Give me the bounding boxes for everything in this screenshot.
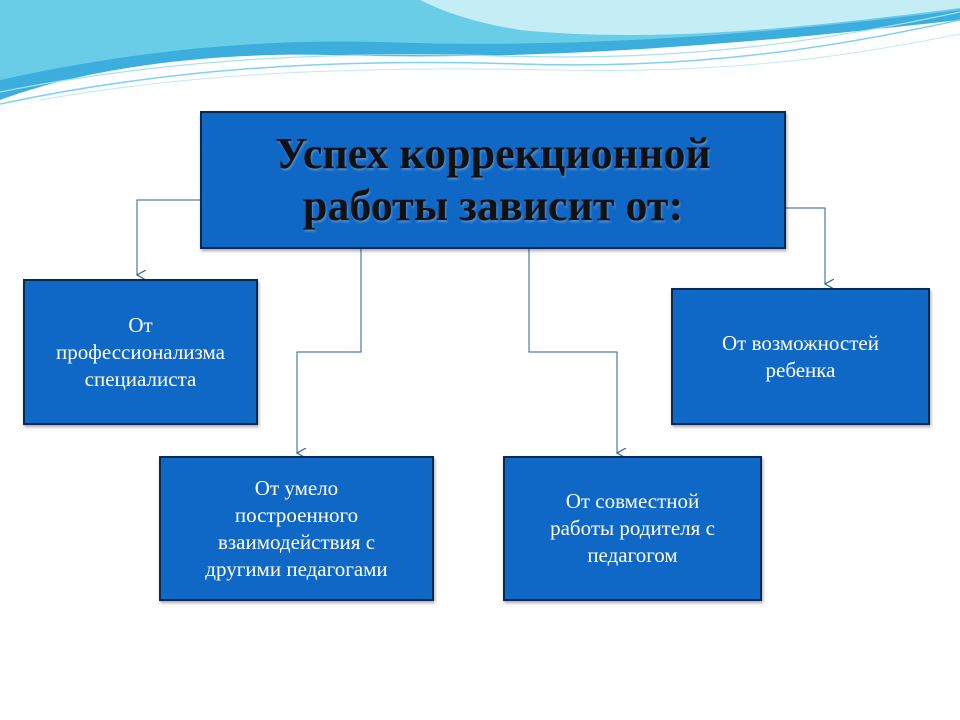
connector-to-item-4 — [786, 207, 825, 284]
item-label-interaction: От умело построенного взаимодействия с д… — [205, 475, 388, 581]
item-box-parent-work: От совместной работы родителя с педагого… — [503, 456, 762, 601]
wave-line-2 — [0, 11, 960, 93]
diagram-title: Успех коррекционной работы зависит от: — [275, 129, 711, 230]
item-box-interaction: От умело построенного взаимодействия с д… — [159, 456, 434, 601]
connector-to-item-1 — [137, 199, 200, 275]
item-box-professionalism: От профессионализма специалиста — [23, 279, 258, 425]
wave-line-3 — [39, 33, 960, 101]
item-label-child-abilities: От возможностей ребенка — [722, 330, 879, 382]
item-label-professionalism: От профессионализма специалиста — [56, 312, 225, 391]
item-box-child-abilities: От возможностей ребенка — [671, 288, 930, 425]
connector-to-item-2 — [297, 249, 362, 453]
connector-to-item-3 — [528, 249, 617, 453]
item-label-parent-work: От совместной работы родителя с педагого… — [550, 489, 715, 567]
wave-line-1 — [0, 19, 960, 105]
wave-light — [420, 0, 960, 35]
diagram-title-box: Успех коррекционной работы зависит от: — [200, 111, 786, 249]
